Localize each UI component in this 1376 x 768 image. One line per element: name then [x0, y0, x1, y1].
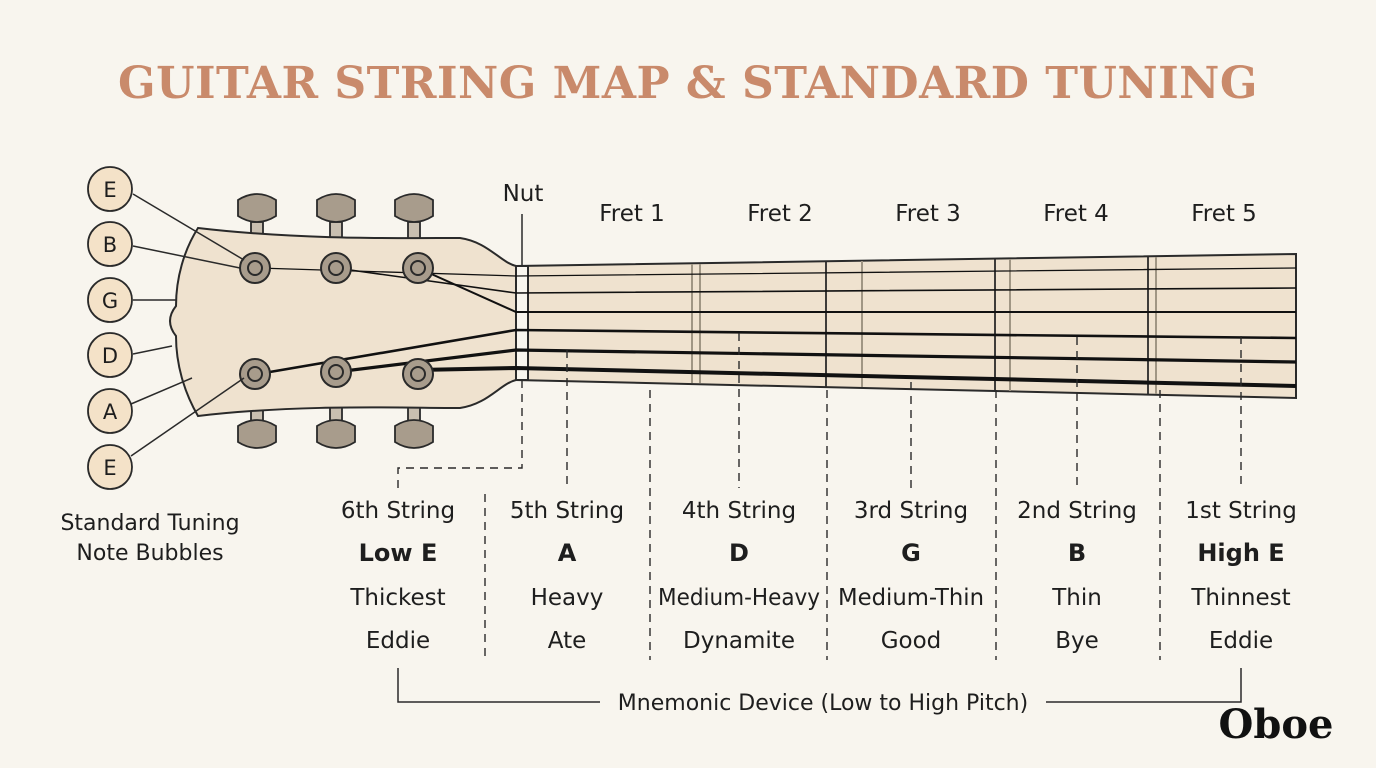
column-dividers — [484, 390, 1161, 660]
string-mnemonic: Eddie — [1209, 628, 1273, 654]
bubble-leaders — [130, 193, 245, 457]
string-thickness: Thickest — [349, 585, 445, 611]
string-columns: 6th String Low E Thickest Eddie 5th Stri… — [341, 498, 1297, 654]
string-column-4: 4th String D Medium-Heavy Dynamite — [658, 498, 820, 654]
string-number: 3rd String — [854, 498, 968, 524]
string-mnemonic: Ate — [548, 628, 587, 654]
fret-wires — [691, 257, 1157, 394]
tuner-button — [237, 193, 277, 223]
string-note: B — [1068, 539, 1086, 567]
note-bubble-letter: E — [103, 456, 116, 480]
tuning-pegs — [239, 252, 434, 390]
string-2 — [335, 267, 1297, 294]
string-mnemonic: Dynamite — [683, 628, 795, 654]
note-bubble-letter: E — [103, 178, 116, 202]
tuning-peg — [402, 358, 434, 390]
string-thickness: Heavy — [531, 585, 604, 611]
tuner-button — [316, 419, 356, 449]
page-title: GUITAR STRING MAP & STANDARD TUNING — [118, 58, 1258, 109]
note-bubble: E — [87, 444, 133, 490]
bubble-caption-line-2: Note Bubbles — [76, 541, 223, 566]
tuner-button — [394, 419, 434, 449]
string-5 — [335, 348, 1297, 374]
string-thickness: Thinnest — [1190, 585, 1290, 611]
note-bubble: B — [87, 221, 133, 267]
string-note: D — [729, 539, 749, 567]
fret-label: Fret 2 — [747, 201, 813, 227]
string-column-2: 2nd String B Thin Bye — [1017, 498, 1137, 654]
nut-label: Nut — [503, 181, 544, 207]
string-note: Low E — [359, 539, 438, 567]
note-bubble-letter: A — [103, 400, 118, 424]
string-mnemonic: Good — [881, 628, 942, 654]
string-column-3: 3rd String G Medium-Thin Good — [838, 498, 984, 654]
fret-label: Fret 3 — [895, 201, 961, 227]
note-bubble: E — [87, 166, 133, 212]
string-thickness: Medium-Thin — [838, 585, 984, 611]
brand-logo: Oboe — [1219, 701, 1334, 748]
note-bubbles: E B G D A E — [87, 166, 133, 490]
string-note: High E — [1197, 539, 1284, 567]
string-number: 5th String — [510, 498, 624, 524]
tuning-peg — [320, 356, 352, 388]
bubble-caption-line-1: Standard Tuning — [60, 511, 239, 536]
fret-label: Fret 4 — [1043, 201, 1109, 227]
tuner-button — [394, 193, 434, 223]
string-thickness: Thin — [1051, 585, 1102, 611]
string-mnemonic: Eddie — [366, 628, 430, 654]
string-column-1: 1st String High E Thinnest Eddie — [1185, 498, 1297, 654]
tuner-button — [237, 419, 277, 449]
string-number: 4th String — [682, 498, 796, 524]
tuning-peg — [239, 252, 271, 284]
string-6 — [417, 365, 1297, 388]
string-number: 1st String — [1185, 498, 1297, 524]
tuner-buttons-top — [237, 193, 434, 243]
fret-label: Fret 5 — [1191, 201, 1257, 227]
note-bubble-letter: B — [103, 233, 117, 257]
string-number: 2nd String — [1017, 498, 1137, 524]
note-bubble: D — [87, 332, 133, 378]
tuning-peg — [402, 252, 434, 284]
string-number: 6th String — [341, 498, 455, 524]
fret-label: Fret 1 — [599, 201, 665, 227]
string-note: G — [901, 539, 921, 567]
tuning-peg — [320, 252, 352, 284]
tuner-button — [316, 193, 356, 223]
tuning-peg — [239, 358, 271, 390]
note-bubble: G — [87, 277, 133, 323]
tuner-buttons-bottom — [237, 401, 434, 449]
dashed-connectors — [397, 333, 1242, 492]
nut — [515, 265, 529, 381]
mnemonic-bracket — [397, 668, 1242, 703]
string-mnemonic: Bye — [1055, 628, 1099, 654]
string-column-5: 5th String A Heavy Ate — [510, 498, 624, 654]
string-column-6: 6th String Low E Thickest Eddie — [341, 498, 455, 654]
note-bubble: A — [87, 388, 133, 434]
string-note: A — [558, 539, 577, 567]
note-bubble-letter: D — [102, 344, 118, 368]
string-3 — [417, 267, 1296, 313]
mnemonic-caption: Mnemonic Device (Low to High Pitch) — [618, 691, 1028, 716]
string-thickness: Medium-Heavy — [658, 585, 820, 611]
note-bubble-letter: G — [102, 289, 118, 313]
